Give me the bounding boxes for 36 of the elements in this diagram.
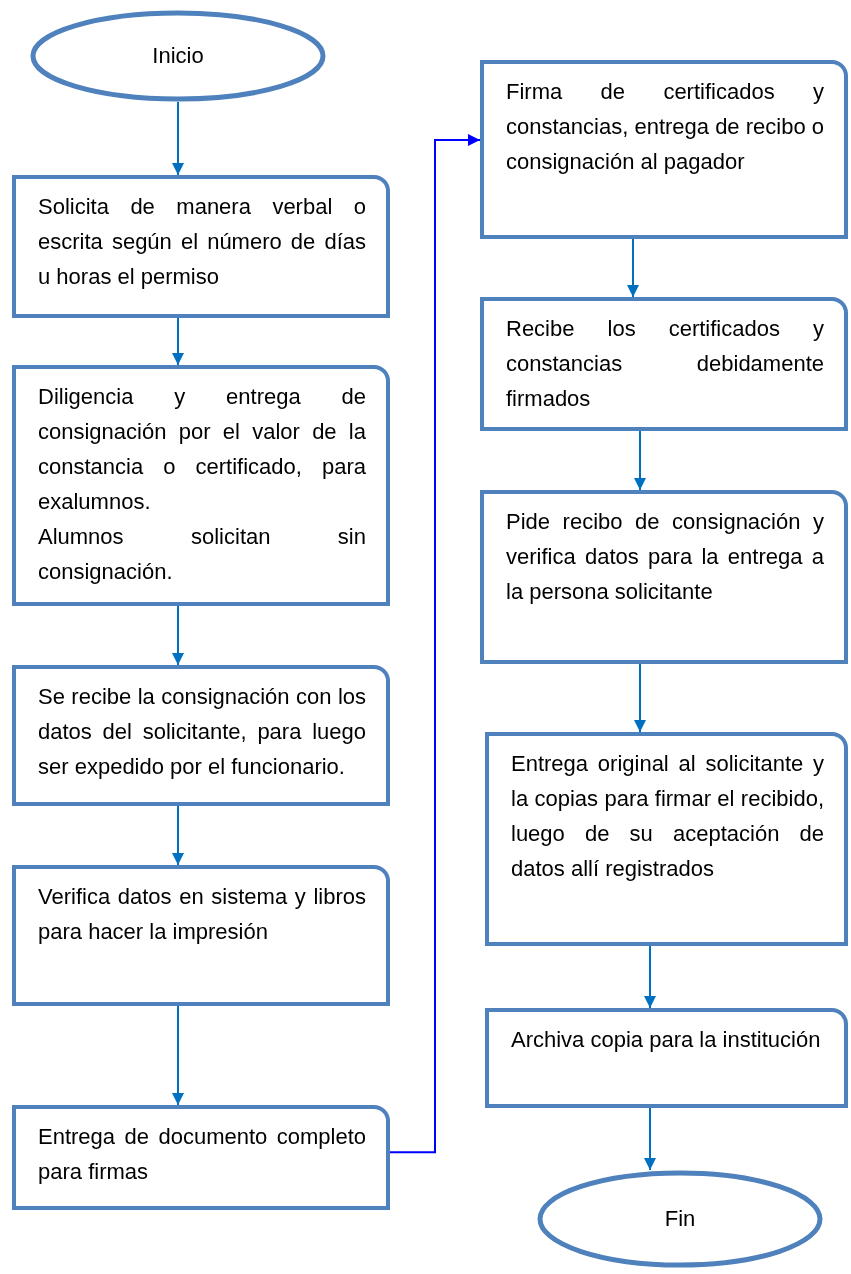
step-text: Pide recibo de consignación y verifica datos para la entrega a la persona solicitante	[506, 508, 824, 606]
step-text: Inicio	[152, 43, 204, 69]
arrow	[634, 430, 646, 491]
step-text: Verifica datos en sistema y libros para hacer la impresión	[38, 883, 366, 946]
step-text: Se recibe la consignación con los datos del solicitante, para luego ser expedido por el funcionario.	[38, 683, 366, 781]
step-text: Entrega de documento completo para firmas	[38, 1123, 366, 1186]
process-box	[12, 175, 390, 318]
terminal-ellipse	[30, 10, 326, 102]
arrow	[389, 134, 481, 1154]
process-box	[12, 365, 390, 606]
step-text: Solicita de manera verbal o escrita según el número de días u horas el permiso	[38, 193, 366, 291]
process-box	[485, 1008, 848, 1108]
process-box	[480, 297, 848, 431]
terminal-ellipse	[537, 1170, 823, 1268]
arrow	[172, 805, 184, 866]
arrow	[627, 238, 639, 298]
step-text: Fin	[664, 1206, 696, 1232]
arrow	[172, 605, 184, 666]
arrow	[634, 663, 646, 733]
step-text: Firma de certificados y constancias, entrega de recibo o consignación al pagador	[506, 78, 824, 176]
step-text: Archiva copia para la institución	[511, 1026, 822, 1054]
step-text: Entrega original al solicitante y la copias para firmar el recibido, luego de su aceptación de datos allí registrados	[511, 750, 824, 883]
process-box	[480, 60, 848, 239]
process-box	[12, 665, 390, 806]
arrow	[172, 1005, 184, 1106]
arrow	[172, 101, 184, 176]
process-box	[485, 732, 848, 946]
process-box	[12, 1105, 390, 1210]
arrow	[644, 1107, 656, 1171]
arrow	[644, 945, 656, 1009]
step-text: Diligencia y entrega de consignación por el valor de la constancia o certificado, para exalumnos.	[38, 383, 366, 516]
process-box	[12, 865, 390, 1006]
process-box	[480, 490, 848, 664]
arrow	[172, 317, 184, 366]
step-text: Recibe los certificados y constancias debidamente firmados	[506, 315, 824, 413]
step-text: Alumnos solicitan sin consignación.	[38, 523, 366, 586]
